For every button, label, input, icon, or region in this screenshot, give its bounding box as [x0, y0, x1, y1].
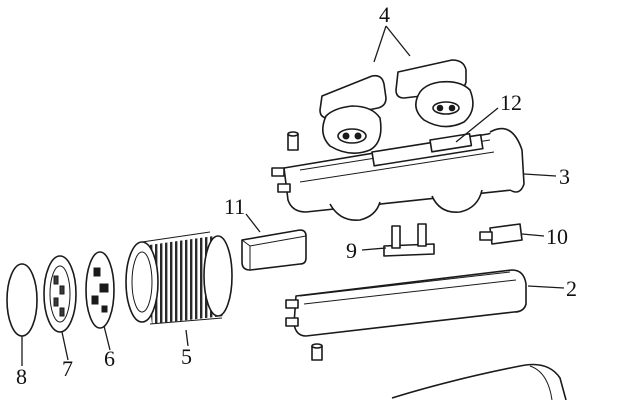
callout-11: 11 [224, 194, 245, 219]
leader-4-right [385, 25, 411, 57]
leader-5 [185, 329, 189, 347]
part-6-circuit-disc [85, 251, 115, 329]
pin-top [287, 131, 299, 151]
callout-10: 10 [546, 224, 568, 249]
part-3-upper-housing [271, 127, 525, 221]
leader-6 [103, 325, 111, 351]
callout-4: 4 [379, 2, 390, 27]
part-10-switch [479, 223, 523, 245]
part-8-cover-disc [6, 263, 38, 337]
leader-12 [455, 107, 499, 143]
lower-partial-component [391, 363, 567, 400]
callout-7: 7 [62, 356, 73, 381]
leader-lines [21, 25, 565, 366]
callout-labels: 4 12 3 11 9 10 2 5 6 7 8 [16, 2, 577, 389]
leader-3 [523, 173, 557, 177]
leader-4-left [373, 25, 387, 63]
leader-11 [245, 213, 261, 233]
leader-10 [521, 233, 545, 237]
callout-3: 3 [559, 164, 570, 189]
part-9-bracket [383, 223, 435, 257]
part-2-lower-housing [285, 269, 527, 361]
callout-5: 5 [181, 344, 192, 369]
part-11-battery-block [241, 229, 307, 271]
callout-9: 9 [346, 238, 357, 263]
leader-7 [61, 331, 69, 361]
callout-12: 12 [500, 90, 522, 115]
part-7-grille-disc [43, 255, 77, 333]
part-4-massage-heads [319, 59, 474, 154]
part-5-ribbed-sleeve [125, 231, 233, 325]
leader-9 [361, 247, 387, 251]
massage-head-left [319, 74, 387, 154]
callout-6: 6 [104, 346, 115, 371]
callout-2: 2 [566, 276, 577, 301]
massage-head-right [395, 59, 474, 128]
leader-2 [527, 285, 565, 289]
callout-8: 8 [16, 364, 27, 389]
